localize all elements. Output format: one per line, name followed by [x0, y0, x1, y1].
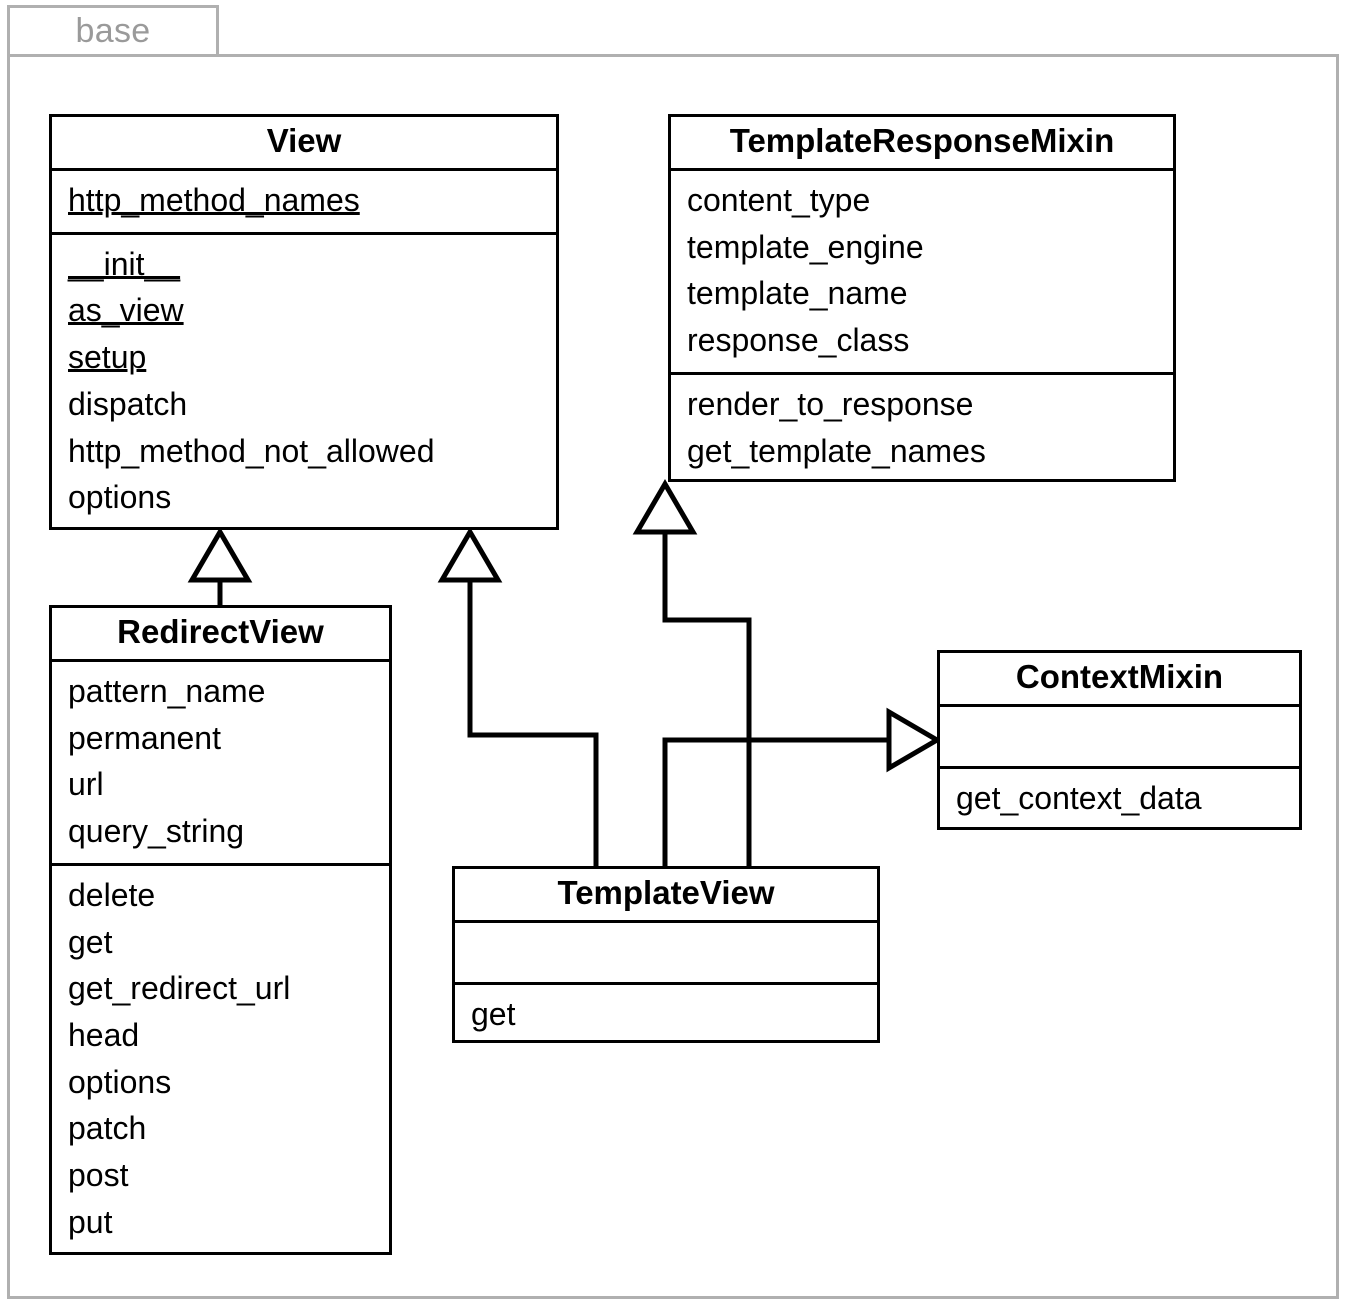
- method-item: get: [471, 995, 516, 1032]
- method-item: head: [68, 1016, 140, 1053]
- attribute-item: permanent: [68, 719, 221, 756]
- attributes-compartment-view: http_method_names: [52, 171, 556, 235]
- method-item: get: [68, 923, 113, 960]
- method-item: dispatch: [68, 385, 188, 422]
- attribute-item: http_method_names: [68, 181, 360, 218]
- attributes-compartment-templateresponsemixin: content_type template_engine template_na…: [671, 171, 1173, 375]
- method-item: get_context_data: [956, 779, 1202, 816]
- attribute-item: url: [68, 766, 104, 803]
- class-name-contextmixin: ContextMixin: [940, 653, 1299, 707]
- methods-compartment-view: __init__ as_view setup dispatch http_met…: [52, 235, 556, 529]
- methods-compartment-templateview: get: [455, 985, 877, 1046]
- method-item: get_redirect_url: [68, 970, 291, 1007]
- attribute-item: query_string: [68, 813, 245, 850]
- package-tab-label: base: [75, 12, 151, 50]
- attribute-item: template_name: [687, 275, 908, 312]
- method-item: render_to_response: [687, 385, 974, 422]
- attribute-item: content_type: [687, 181, 871, 218]
- method-item: delete: [68, 876, 156, 913]
- class-name-templateview: TemplateView: [455, 869, 877, 923]
- attribute-item: template_engine: [687, 228, 924, 265]
- attribute-item: response_class: [687, 322, 910, 359]
- method-item: options: [68, 479, 172, 516]
- methods-compartment-contextmixin: get_context_data: [940, 769, 1299, 830]
- class-name-redirectview: RedirectView: [52, 608, 389, 662]
- class-box-view[interactable]: View http_method_names __init__ as_view …: [49, 114, 559, 530]
- class-box-templateview[interactable]: TemplateView get: [452, 866, 880, 1043]
- class-box-redirectview[interactable]: RedirectView pattern_name permanent url …: [49, 605, 392, 1255]
- package-tab: base: [7, 5, 219, 57]
- methods-compartment-redirectview: delete get get_redirect_url head options…: [52, 866, 389, 1254]
- method-item: post: [68, 1157, 129, 1194]
- class-box-templateresponsemixin[interactable]: TemplateResponseMixin content_type templ…: [668, 114, 1176, 482]
- method-item: http_method_not_allowed: [68, 432, 435, 469]
- method-item: patch: [68, 1110, 147, 1147]
- method-item: options: [68, 1063, 172, 1100]
- method-item: setup: [68, 339, 147, 376]
- attributes-compartment-templateview: [455, 923, 877, 985]
- method-item: __init__: [68, 245, 181, 282]
- method-item: as_view: [68, 292, 184, 329]
- class-name-templateresponsemixin: TemplateResponseMixin: [671, 117, 1173, 171]
- method-item: get_template_names: [687, 432, 986, 469]
- class-name-view: View: [52, 117, 556, 171]
- class-box-contextmixin[interactable]: ContextMixin get_context_data: [937, 650, 1302, 830]
- attribute-item: pattern_name: [68, 672, 266, 709]
- attributes-compartment-contextmixin: [940, 707, 1299, 769]
- method-item: put: [68, 1203, 113, 1240]
- attributes-compartment-redirectview: pattern_name permanent url query_string: [52, 662, 389, 866]
- methods-compartment-templateresponsemixin: render_to_response get_template_names: [671, 375, 1173, 482]
